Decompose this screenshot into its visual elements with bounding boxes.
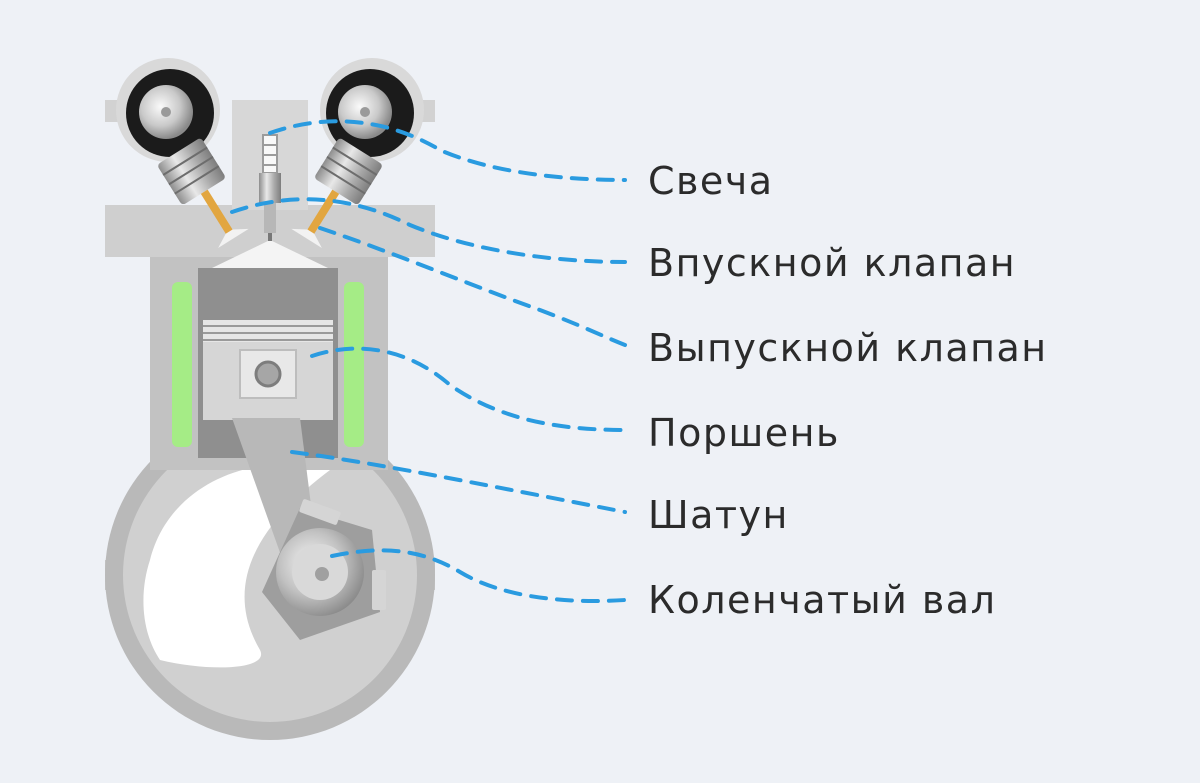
intake-valve-assembly (158, 138, 249, 248)
leader-piston (310, 346, 627, 432)
piston (203, 320, 333, 420)
label-intake-valve: Впускной клапан (648, 241, 1017, 285)
intake-camshaft (116, 58, 220, 162)
label-connecting-rod: Шатун (648, 493, 789, 537)
label-exhaust-valve: Выпускной клапан (648, 326, 1048, 370)
label-crankshaft: Коленчатый вал (648, 578, 997, 622)
label-piston: Поршень (648, 411, 840, 455)
combustion-chamber (212, 240, 328, 268)
leader-lines (230, 119, 627, 603)
exhaust-valve-assembly (291, 138, 382, 248)
leader-spark-plug (268, 119, 627, 182)
leader-connecting-rod (290, 450, 627, 514)
leader-intake-valve (230, 197, 627, 264)
crankshaft (262, 499, 386, 640)
label-spark-plug: Свеча (648, 159, 774, 203)
exhaust-camshaft (320, 58, 424, 162)
leader-exhaust-valve (318, 226, 627, 347)
leader-crankshaft (330, 548, 627, 603)
coolant-jacket-right (344, 282, 364, 447)
crankcase-highlight (143, 464, 330, 668)
coolant-jacket-left (172, 282, 192, 447)
